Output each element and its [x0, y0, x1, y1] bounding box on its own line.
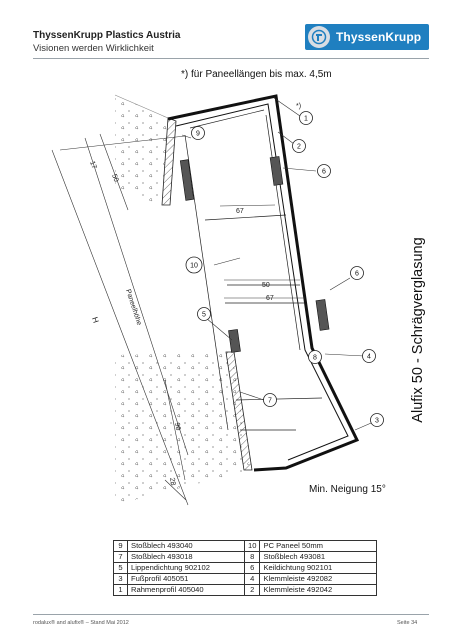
upper-wall	[114, 94, 177, 206]
dim-67-mid: 67	[266, 295, 274, 302]
callout-5: 5	[202, 312, 206, 319]
seal-profiles	[179, 156, 330, 353]
part-number: 4	[243, 573, 261, 585]
part-name: Lippendichtung 902102	[127, 562, 245, 574]
header-divider	[33, 58, 429, 59]
drawing-title: Alufix 50 - Schrägverglasung	[410, 237, 426, 423]
star-note-mark: *)	[296, 103, 301, 110]
callout-8: 8	[313, 355, 317, 362]
table-row: 1 Rahmenprofil 405040 2 Klemmleiste 4920…	[113, 584, 378, 596]
thyssenkrupp-logo: ThyssenKrupp	[305, 24, 429, 50]
dim-50-upper: 50	[110, 173, 119, 183]
callout-circles	[185, 111, 384, 427]
callout-9: 9	[196, 131, 200, 138]
dim-17: 17	[88, 160, 97, 170]
min-inclination-label: Min. Neigung 15°	[309, 484, 386, 495]
callout-1: 1	[304, 116, 308, 123]
part-number: 8	[243, 551, 261, 563]
part-name: Stoßblech 493018	[127, 551, 245, 563]
callout-6-lower: 6	[355, 271, 359, 278]
table-row: 9 Stoßblech 493040 10 PC Paneel 50mm	[113, 540, 378, 552]
footer-stand: rodalux® and alufix® – Stand Mai 2012	[33, 620, 129, 626]
part-name: Stoßblech 493081	[259, 551, 378, 563]
dim-28: 28	[168, 477, 176, 486]
logo-emblem-icon	[308, 26, 330, 48]
part-name: PC Paneel 50mm	[259, 540, 378, 552]
callout-6-upper: 6	[322, 169, 326, 176]
part-number: 2	[243, 584, 261, 596]
dim-90: 90	[173, 422, 181, 431]
drawing-title-box: Alufix 50 - Schrägverglasung	[408, 230, 428, 430]
callout-7: 7	[268, 398, 272, 405]
callout-2: 2	[297, 144, 301, 151]
footer-page-number: Seite 34	[397, 620, 418, 626]
panel-length-note: *) für Paneellängen bis max. 4,5m	[181, 69, 332, 80]
glazing-frame	[167, 94, 360, 472]
table-row: 5 Lippendichtung 902102 6 Keildichtung 9…	[113, 562, 378, 574]
callout-10: 10	[190, 263, 198, 270]
callout-4: 4	[367, 354, 371, 361]
company-name: ThyssenKrupp Plastics Austria	[33, 30, 181, 41]
part-number: 1	[113, 584, 128, 596]
part-name: Klemmleiste 492082	[259, 573, 378, 585]
paneelhoehe-label: Paneelhöhe	[124, 288, 142, 326]
part-number: 7	[113, 551, 128, 563]
parts-table: 9 Stoßblech 493040 10 PC Paneel 50mm 7 S…	[113, 540, 378, 596]
part-name: Stoßblech 493040	[127, 540, 245, 552]
part-number: 6	[243, 562, 261, 574]
footer-divider	[33, 614, 429, 615]
part-number: 5	[113, 562, 128, 574]
table-row: 7 Stoßblech 493018 8 Stoßblech 493081	[113, 551, 378, 563]
table-row: 3 Fußprofil 405051 4 Klemmleiste 492082	[113, 573, 378, 585]
callout-3: 3	[375, 418, 379, 425]
dim-67-top: 67	[236, 208, 244, 215]
part-name: Fußprofil 405051	[127, 573, 245, 585]
logo-text: ThyssenKrupp	[336, 30, 422, 44]
part-number: 3	[113, 573, 128, 585]
part-name: Rahmenprofil 405040	[127, 584, 245, 596]
part-number: 9	[113, 540, 128, 552]
panel-interior	[184, 109, 323, 431]
company-slogan: Visionen werden Wirklichkeit	[33, 43, 154, 54]
dim-50-mid: 50	[262, 282, 270, 289]
height-H-label: H	[90, 316, 100, 324]
part-name: Klemmleiste 492042	[259, 584, 378, 596]
part-name: Keildichtung 902101	[259, 562, 378, 574]
dimension-lines	[51, 133, 305, 506]
part-number: 10	[243, 540, 261, 552]
lower-wall	[115, 351, 253, 505]
